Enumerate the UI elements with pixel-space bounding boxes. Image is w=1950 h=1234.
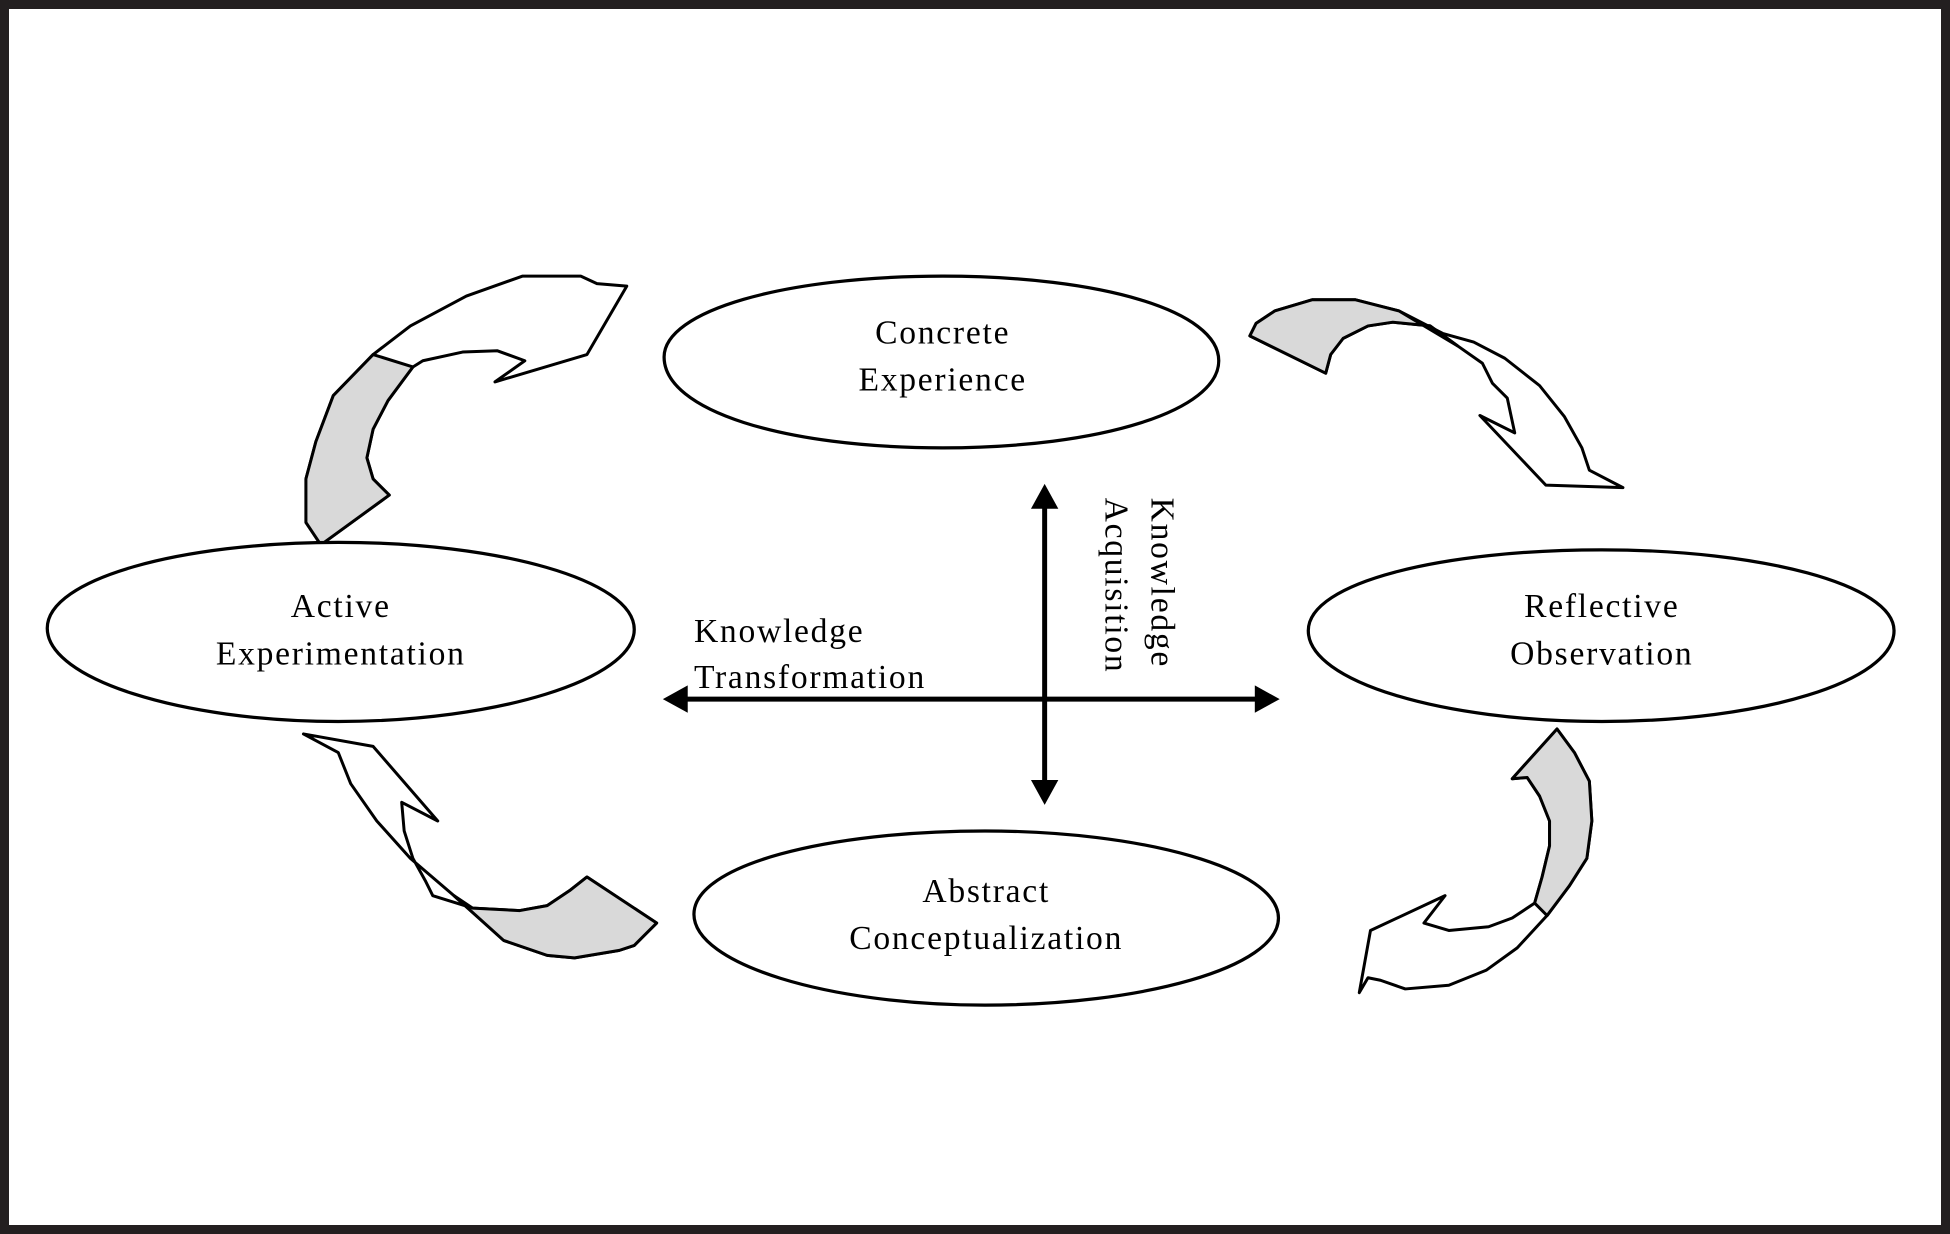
arrowhead-down-icon	[1030, 779, 1059, 805]
axis-label-line2: Transformation	[694, 659, 926, 696]
arrowhead-right-icon	[1254, 685, 1280, 713]
node-label-line2: Observation	[1510, 635, 1693, 672]
axis-label-line2: Acquisition	[1098, 498, 1135, 674]
node-label-line2: Experimentation	[216, 635, 466, 672]
node-label-line1: Concrete	[875, 314, 1010, 351]
arrow-shade	[1510, 727, 1594, 918]
arrow-shade	[1248, 298, 1460, 375]
axis-label-line1: Knowledge	[1144, 498, 1181, 668]
cycle-arrow-reflective-to-abstract	[1357, 727, 1594, 995]
node-reflective-observation: Reflective Observation	[1306, 548, 1896, 724]
arrowhead-left-icon	[662, 685, 688, 713]
node-label-line1: Active	[291, 588, 391, 625]
node-label-line1: Abstract	[922, 873, 1050, 910]
node-concrete-experience: Concrete Experience	[662, 274, 1221, 450]
node-label-line2: Conceptualization	[849, 920, 1123, 957]
axis-label-line1: Knowledge	[694, 613, 864, 650]
node-label-line1: Reflective	[1524, 588, 1679, 625]
axis-knowledge-transformation: Knowledge Transformation	[662, 613, 1280, 713]
arrow-shade	[304, 353, 415, 547]
cycle-arrow-concrete-to-reflective	[1248, 298, 1625, 490]
arrow-shade	[452, 875, 659, 960]
node-ellipse	[45, 540, 636, 724]
axis-knowledge-acquisition: Knowledge Acquisition	[1030, 483, 1181, 805]
node-abstract-conceptualization: Abstract Conceptualization	[692, 829, 1281, 1007]
node-ellipse	[692, 829, 1281, 1007]
cycle-arrow-active-to-concrete	[304, 274, 629, 547]
node-label-line2: Experience	[858, 362, 1026, 399]
node-ellipse	[662, 274, 1221, 450]
arrowhead-up-icon	[1030, 483, 1059, 509]
node-active-experimentation: Active Experimentation	[45, 540, 636, 724]
cycle-arrow-abstract-to-active	[301, 732, 659, 960]
node-ellipse	[1306, 548, 1896, 724]
